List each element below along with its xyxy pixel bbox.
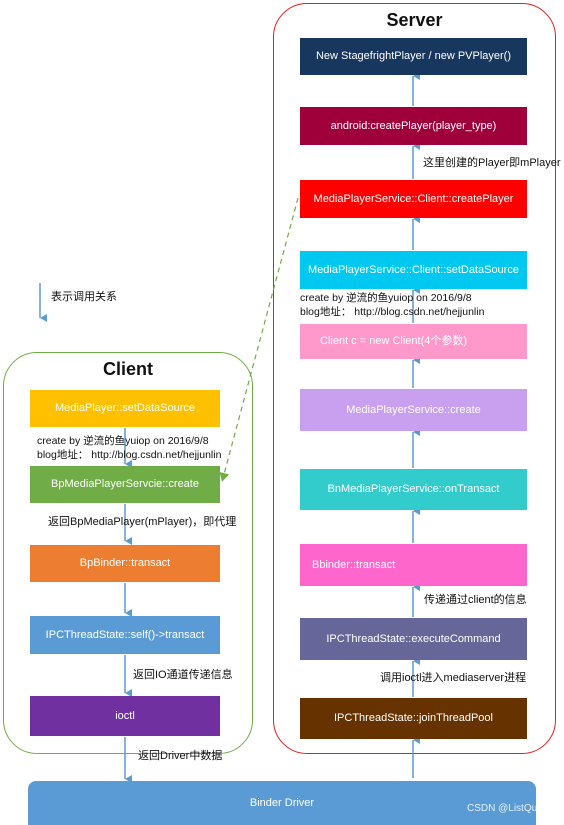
server-title: Server — [386, 10, 443, 30]
binder-driver-bar: Binder Driver — [28, 781, 536, 825]
label-pass-client-info: 传递通过client的信息 — [424, 594, 527, 606]
watermark: CSDN @ListQueue — [467, 803, 554, 814]
label-return-driver: 返回Driver中数据 — [138, 750, 223, 762]
client-credit-line1: create by 逆流的鱼yuiop on 2016/9/8 — [37, 435, 209, 447]
client-credit-line2: blog地址： http://blog.csdn.net/hejjunlin — [37, 449, 222, 461]
label-return-proxy: 返回BpMediaPlayer(mPlayer)，即代理 — [48, 516, 237, 528]
server-frame: Server — [273, 3, 556, 754]
box-bbinder-transact: Bbinder::transact — [300, 544, 527, 586]
server-credit-line2: blog地址： http://blog.csdn.net/hejjunlin — [300, 306, 485, 318]
client-title: Client — [102, 359, 153, 379]
box-service-create: MediaPlayerService::create — [300, 389, 527, 431]
box-set-data-source: MediaPlayer::setDataSource — [30, 390, 220, 427]
box-new-player: New StagefrightPlayer / new PVPlayer() — [300, 38, 527, 75]
return-dashed-arrow — [219, 197, 299, 482]
server-credit-line1: create by 逆流的鱼yuiop on 2016/9/8 — [300, 292, 472, 304]
binder-driver-label: Binder Driver — [249, 796, 315, 809]
box-client-create-player: MediaPlayerService::Client::createPlayer — [300, 180, 527, 218]
box-join-thread-pool: IPCThreadState::joinThreadPool — [300, 698, 527, 739]
box-execute-command: IPCThreadState::executeCommand — [300, 618, 527, 660]
box-new-client: Client c = new Client(4个参数) — [300, 324, 527, 359]
box-on-transact: BnMediaPlayerService::onTransact — [300, 469, 527, 510]
box-bpbinder-transact: BpBinder::transact — [30, 545, 220, 582]
label-return-io: 返回IO通道传递信息 — [133, 669, 233, 681]
legend-label: 表示调用关系 — [51, 291, 117, 303]
label-created-here: 这里创建的Player即mPlayer — [423, 157, 561, 169]
box-ioctl: ioctl — [30, 696, 220, 736]
label-ioctl-enter: 调用ioctl进入mediaserver进程 — [380, 672, 527, 684]
box-android-create-player: android:createPlayer(player_type) — [300, 107, 527, 145]
box-client-set-data-source: MediaPlayerService::Client::setDataSourc… — [300, 251, 527, 289]
client-frame: Client — [3, 352, 253, 754]
box-ipc-transact: IPCThreadState::self()->transact — [30, 616, 220, 654]
box-bp-create: BpMediaPlayerServcie::create — [30, 466, 220, 503]
